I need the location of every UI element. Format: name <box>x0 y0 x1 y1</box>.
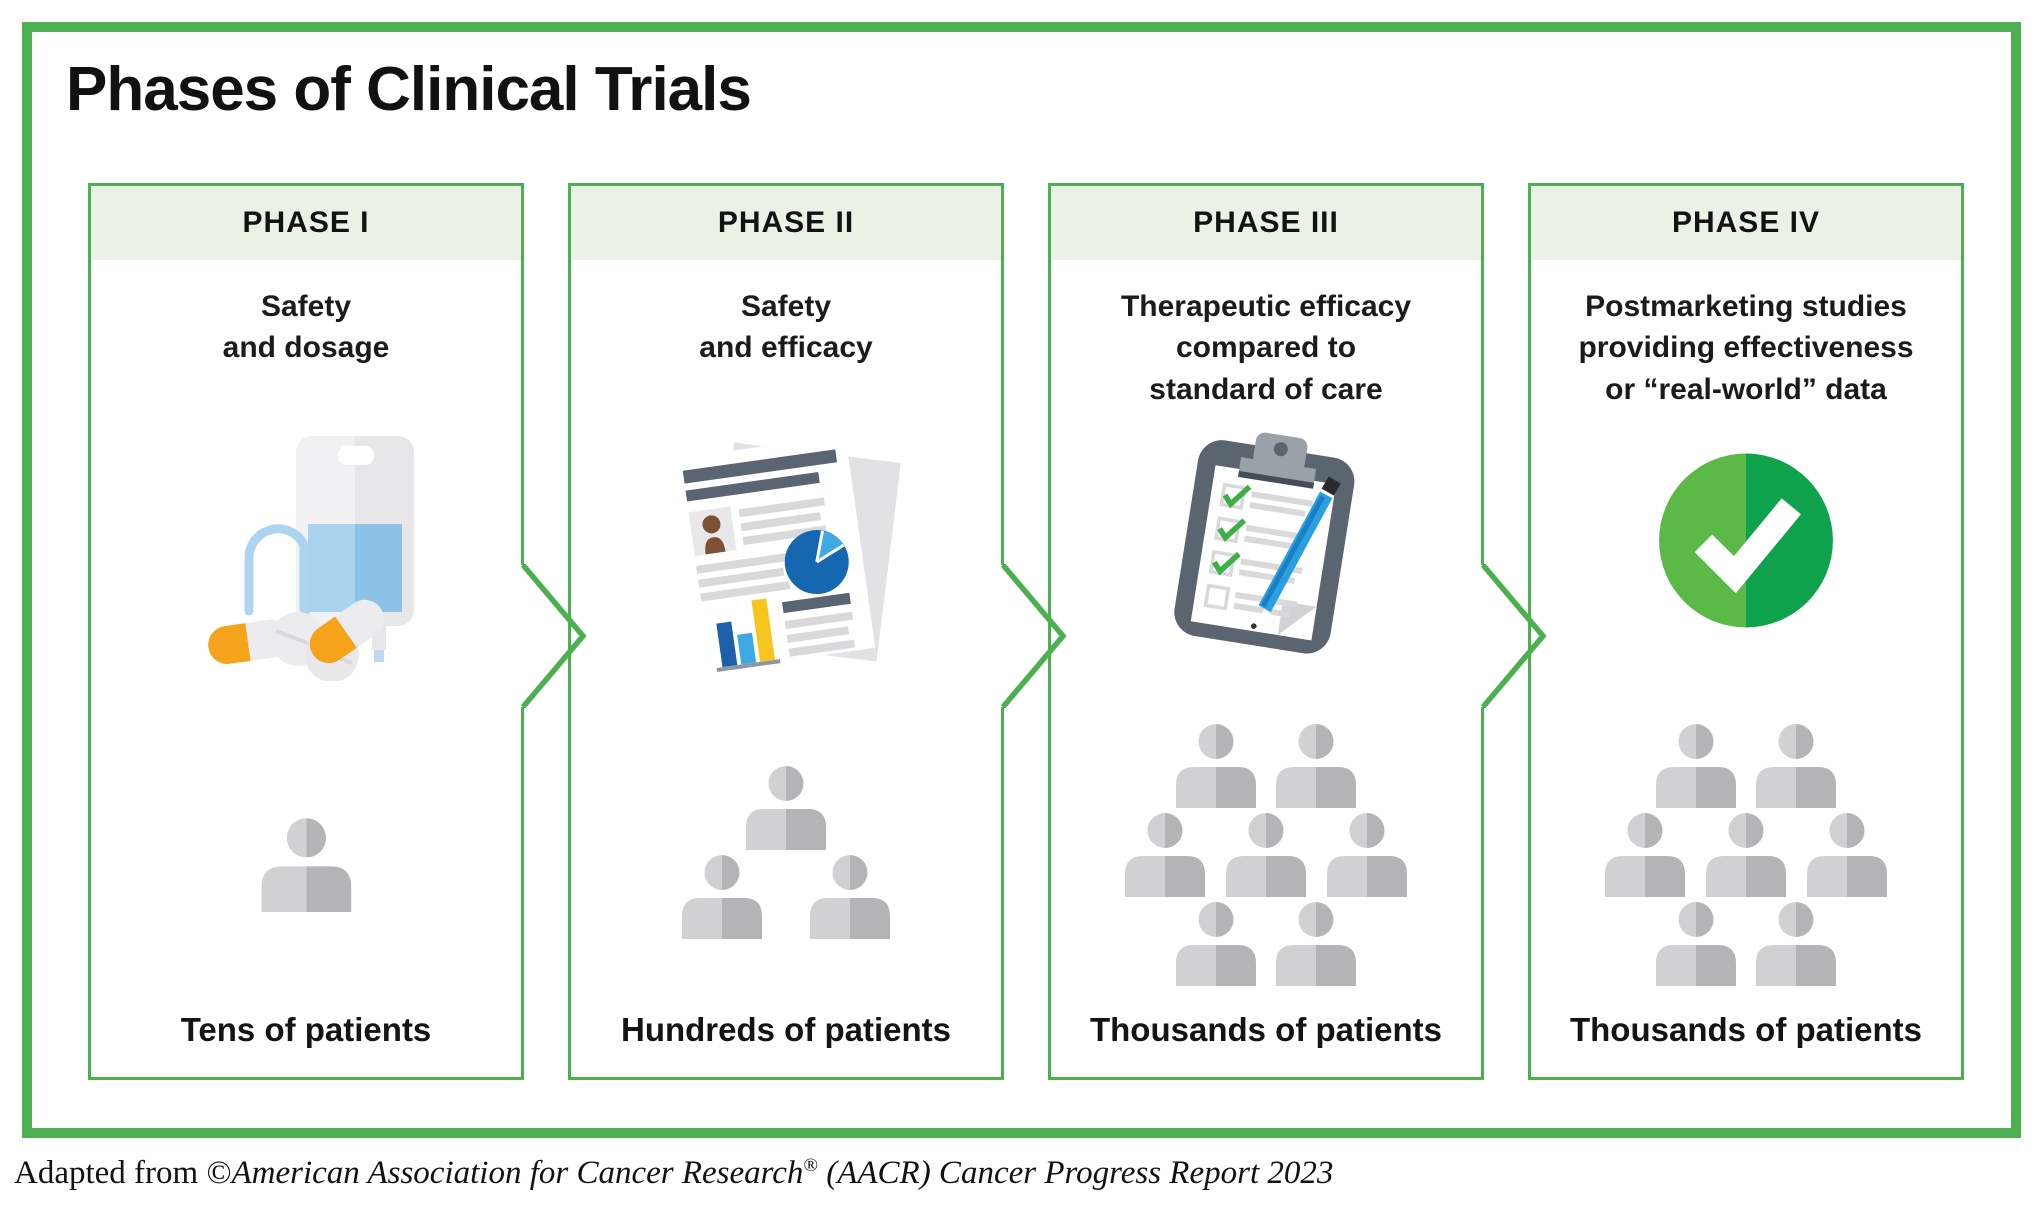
person-icon <box>1176 724 1256 808</box>
phase-2-patients-caption: Hundreds of patients <box>620 1011 952 1048</box>
person-icon <box>1176 902 1256 986</box>
phase-3-description: Therapeutic efficacy compared to standar… <box>1120 290 1412 406</box>
person-icon <box>1651 900 1741 991</box>
registered-trademark-symbol: ® <box>803 1155 818 1176</box>
person-icon <box>1271 900 1361 991</box>
person-icon <box>261 818 351 913</box>
attribution-organization: American Association for Cancer Research <box>231 1155 804 1191</box>
phase-1-people <box>91 816 521 913</box>
phase-4-header: PHASE IV <box>1531 186 1961 260</box>
approved-checkmark-icon <box>1654 448 1839 638</box>
phase-2-people <box>571 764 1001 939</box>
phase-2-card: PHASE II Safety and efficacy <box>568 183 1004 1080</box>
attribution-report-name: (AACR) Cancer Progress Report 2023 <box>817 1155 1334 1191</box>
person-icon <box>1600 811 1690 902</box>
phase-3-card: PHASE III Therapeutic efficacy compared … <box>1048 183 1484 1080</box>
phase-2-header: PHASE II <box>571 186 1001 260</box>
person-icon <box>1656 902 1736 986</box>
phase-1-description: Safety and dosage <box>222 290 390 365</box>
person-icon <box>1756 724 1836 808</box>
person-icon <box>1656 724 1736 808</box>
person-icon <box>1651 722 1741 813</box>
person-icon <box>1221 811 1311 902</box>
person-icon <box>805 853 895 944</box>
phase-3-patients-caption: Thousands of patients <box>1089 1011 1442 1048</box>
attribution-prefix: Adapted from © <box>14 1155 232 1191</box>
report-documents-icon <box>664 431 909 696</box>
phase-4-card: PHASE IV Postmarketing studies providing… <box>1528 183 1964 1080</box>
phase-4-patients-caption: Thousands of patients <box>1569 1011 1922 1048</box>
person-icon <box>682 855 762 939</box>
person-icon <box>1327 813 1407 897</box>
phase-1-card: PHASE I Safety and dosage <box>88 183 524 1080</box>
person-icon <box>1807 813 1887 897</box>
person-icon <box>746 766 826 850</box>
person-icon <box>1322 811 1412 902</box>
person-icon <box>1706 813 1786 897</box>
person-icon <box>1701 811 1791 902</box>
phase-2-description: Safety and efficacy <box>699 290 873 365</box>
arrow-connector-3 <box>1478 563 1547 709</box>
phase-4-people <box>1531 722 1961 986</box>
clipboard-checklist-icon <box>1144 426 1389 671</box>
iv-bag-and-pills-icon <box>186 436 426 686</box>
person-icon <box>677 853 767 944</box>
phase-4-description: Postmarketing studies providing effectiv… <box>1578 290 1914 406</box>
person-icon <box>256 816 357 917</box>
person-icon <box>810 855 890 939</box>
page-title: Phases of Clinical Trials <box>66 55 752 124</box>
phase-1-patients-caption: Tens of patients <box>180 1011 432 1048</box>
phase-3-header: PHASE III <box>1051 186 1481 260</box>
phase-1-header: PHASE I <box>91 186 521 260</box>
person-icon <box>1271 722 1361 813</box>
person-icon <box>1171 900 1261 991</box>
source-attribution: Adapted from ©American Association for C… <box>14 1155 1333 1192</box>
person-icon <box>1751 900 1841 991</box>
person-icon <box>1802 811 1892 902</box>
arrow-connector-1 <box>518 563 587 709</box>
person-icon <box>1605 813 1685 897</box>
person-icon <box>741 764 831 855</box>
person-icon <box>1276 724 1356 808</box>
person-icon <box>1751 722 1841 813</box>
phase-3-people <box>1051 722 1481 986</box>
person-icon <box>1226 813 1306 897</box>
person-icon <box>1120 811 1210 902</box>
person-icon <box>1276 902 1356 986</box>
person-icon <box>1171 722 1261 813</box>
arrow-connector-2 <box>998 563 1067 709</box>
person-icon <box>1125 813 1205 897</box>
person-icon <box>1756 902 1836 986</box>
